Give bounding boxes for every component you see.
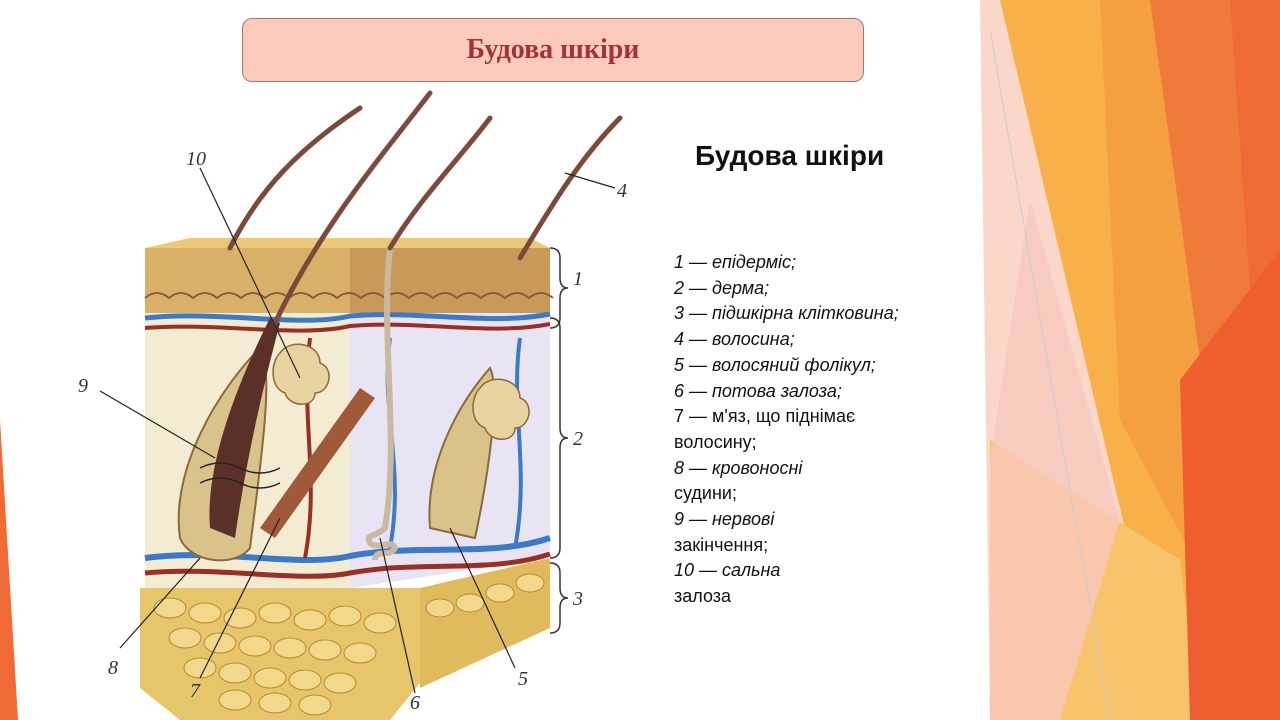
callout-1: 1 (573, 268, 583, 290)
legend-item: 4 — волосина; (674, 329, 795, 350)
slide-title: Будова шкіри (466, 34, 640, 65)
legend-item: 9 — нервові (674, 509, 775, 530)
legend-item: 5 — волосяний фолікул; (674, 354, 876, 375)
callout-8: 8 (108, 657, 118, 679)
legend-item: судини; (674, 483, 737, 504)
legend-item: 1 — епідерміс; (674, 252, 797, 272)
legend-title: Будова шкіри (695, 140, 885, 171)
legend-item: волосину; (674, 431, 757, 452)
legend-item: 2 — дерма; (674, 277, 770, 298)
callout-3: 3 (573, 588, 583, 610)
slide-title-box: Будова шкіри (242, 18, 864, 82)
legend-item: закінчення; (674, 534, 769, 555)
legend-item: 6 — потова залоза; (674, 380, 842, 401)
legend: 1 — епідерміс; 2 — дерма; 3 — підшкірна … (674, 250, 994, 610)
legend-item: 10 — сальна (674, 560, 781, 581)
callout-9: 9 (78, 375, 88, 397)
legend-item: залоза (674, 586, 732, 607)
callout-6: 6 (410, 692, 420, 714)
legend-item: 3 — підшкірна клітковина; (674, 303, 899, 324)
callout-2: 2 (573, 428, 583, 450)
callout-10: 10 (186, 148, 206, 170)
legend-item: 7 — м'яз, що піднімає (674, 406, 856, 427)
callout-7: 7 (190, 680, 200, 702)
legend-item: 8 — кровоносні (674, 457, 803, 478)
callout-4: 4 (617, 180, 627, 202)
callout-5: 5 (518, 668, 528, 690)
skin-structure-illustration (99, 90, 623, 720)
